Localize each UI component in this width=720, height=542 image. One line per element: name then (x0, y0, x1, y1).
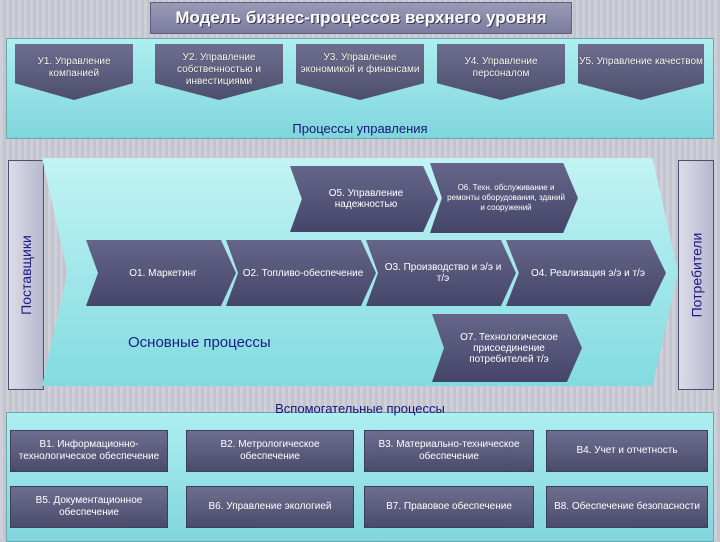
support-item-b6: В6. Управление экологией (186, 486, 354, 528)
support-item-b8: В8. Обеспечение безопасности (546, 486, 708, 528)
support-label: Вспомогательные процессы (275, 400, 445, 416)
core-label: Основные процессы (128, 334, 271, 351)
support-item-b5: В5. Документационное обеспечение (10, 486, 168, 528)
support-item-b4: В4. Учет и отчетность (546, 430, 708, 472)
core-item-o2: О2. Топливо-обеспечение (226, 240, 376, 306)
support-item-b7: В7. Правовое обеспечение (364, 486, 534, 528)
core-item-o3: О3. Производство и э/э и т/э (366, 240, 516, 306)
support-item-b1: В1. Информационно-технологическое обеспе… (10, 430, 168, 472)
support-item-b2: В2. Метрологическое обеспечение (186, 430, 354, 472)
consumers-label: Потребители (688, 232, 704, 318)
core-item-o6: О6. Техн. обслуживание и ремонты оборудо… (430, 163, 578, 233)
suppliers-label: Поставщики (18, 235, 34, 315)
suppliers-bar: Поставщики (8, 160, 44, 390)
consumers-bar: Потребители (678, 160, 714, 390)
core-item-o5: О5. Управление надежностью (290, 166, 438, 232)
core-item-o1: О1. Маркетинг (86, 240, 236, 306)
management-label: Процессы управления (292, 120, 428, 136)
core-item-o7: О7. Технологическое присоединение потреб… (432, 314, 582, 382)
core-item-o4: О4. Реализация э/э и т/э (506, 240, 666, 306)
diagram-title: Модель бизнес-процессов верхнего уровня (150, 2, 572, 34)
support-item-b3: В3. Материально-техническое обеспечение (364, 430, 534, 472)
